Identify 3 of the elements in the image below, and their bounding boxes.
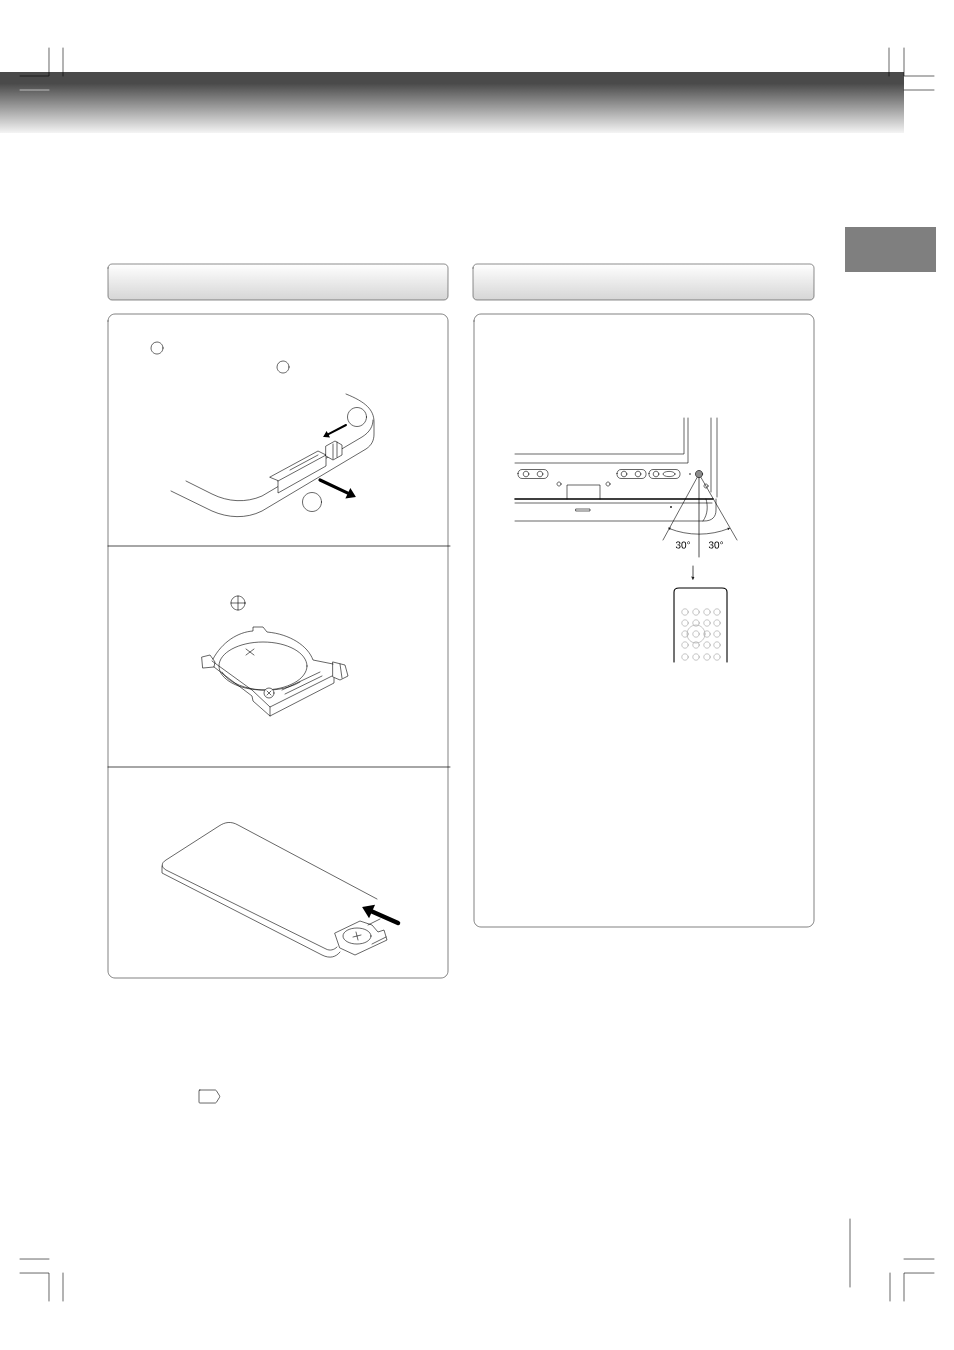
side-tab: [845, 227, 936, 272]
angle-label: 30°: [675, 541, 690, 549]
angle-label: 30°: [708, 541, 723, 549]
